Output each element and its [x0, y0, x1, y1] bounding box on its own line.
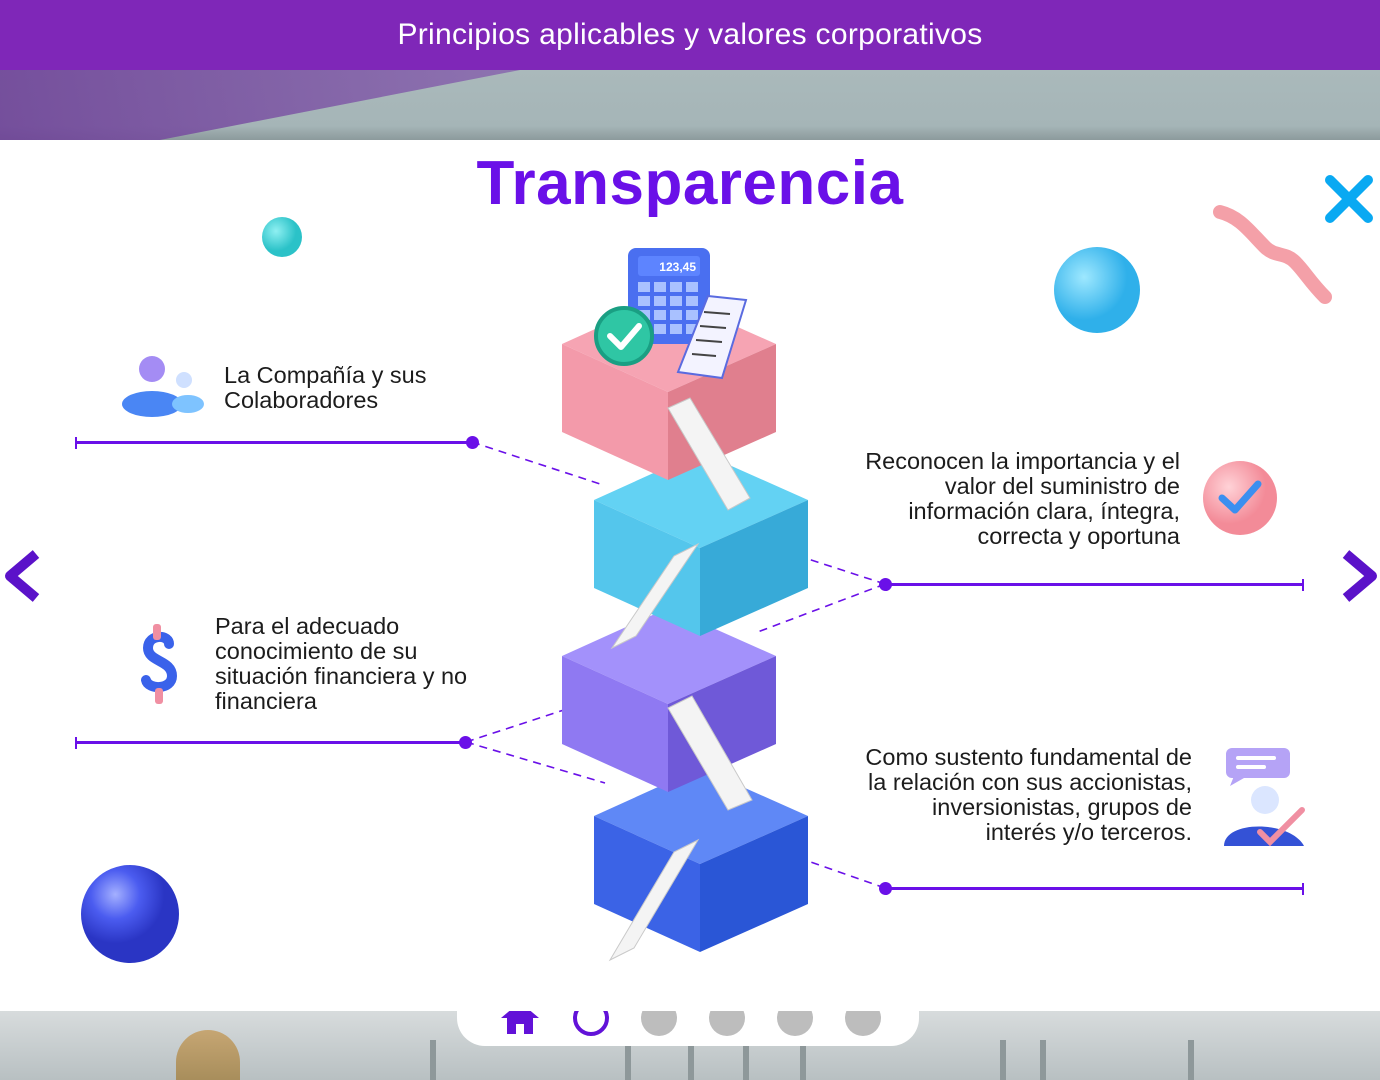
check-badge-icon: [1203, 461, 1277, 535]
people-icon: [122, 356, 204, 417]
connector-line: [76, 441, 472, 444]
close-icon[interactable]: [1322, 172, 1376, 226]
item-text-relationship: Como sustento fundamental de la relación…: [865, 744, 1192, 845]
item-text-company: La Compañía y sus Colaboradores: [224, 362, 427, 413]
app-title-bar: Principios aplicables y valores corporat…: [0, 0, 1380, 70]
connector-line: [885, 887, 1303, 890]
dollar-icon: [141, 624, 178, 704]
user-chat-icon: [1224, 748, 1305, 847]
sphere-decoration: [262, 217, 302, 257]
stacked-cubes-illustration: 123,45: [465, 248, 886, 962]
background-scene-top: [0, 70, 1380, 140]
chevron-left-icon[interactable]: [0, 548, 44, 604]
section-title: Transparencia: [476, 149, 904, 218]
connector-line: [76, 741, 466, 744]
content-card: Transparencia La Compañía y sus Colabora…: [0, 140, 1380, 1011]
item-text-financial: Para el adecuado conocimiento de su situ…: [215, 613, 468, 714]
sphere-decoration: [81, 865, 179, 963]
chevron-right-icon[interactable]: [1338, 548, 1380, 604]
decorative-capsule: [176, 1030, 240, 1080]
calculator-display: 123,45: [659, 260, 696, 274]
ribbon-decoration: [1213, 205, 1332, 304]
item-text-recognize: Reconocen la importancia y el valor del …: [865, 448, 1180, 549]
connector-line: [885, 583, 1303, 586]
page-title: Principios aplicables y valores corporat…: [397, 18, 983, 51]
sphere-decoration: [1054, 247, 1140, 333]
